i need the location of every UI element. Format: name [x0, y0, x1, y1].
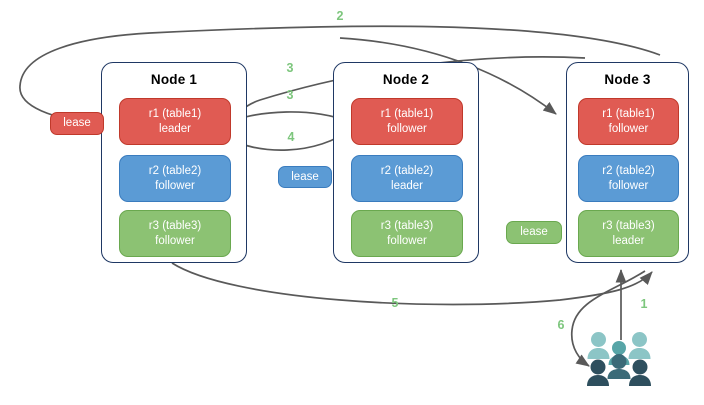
replica-line-1: r1 (table1): [602, 108, 655, 120]
node-title: Node 1: [150, 72, 198, 87]
replica-line-1: r3 (table3): [380, 220, 434, 232]
replica-line-2: leader: [612, 234, 645, 247]
replica-line-2: follower: [387, 122, 427, 135]
replica-r3[interactable]: r3 (table3) follower: [351, 210, 463, 257]
step-label-3-lower: 3: [286, 88, 294, 102]
replica-line-2: leader: [391, 179, 423, 192]
replica-r2[interactable]: r2 (table2) leader: [351, 155, 463, 202]
replica-line-2: follower: [155, 179, 195, 192]
replica-line-2: leader: [159, 122, 191, 135]
replica-r2[interactable]: r2 (table2) follower: [119, 155, 231, 202]
step-label-6: 6: [557, 318, 565, 332]
replica-r1[interactable]: r1 (table1) follower: [578, 98, 679, 145]
step-label-1: 1: [640, 297, 648, 311]
replica-line-1: r2 (table2): [380, 165, 434, 177]
replica-line-1: r3 (table3): [148, 220, 202, 232]
step-label-2: 2: [336, 9, 344, 23]
users-icon: [587, 332, 651, 386]
step-label-3-upper: 3: [286, 61, 294, 75]
node-box-1[interactable]: Node 1 r1 (table1) leader r2 (table2) fo…: [101, 62, 247, 263]
replica-line-2: follower: [608, 122, 649, 135]
replica-r3[interactable]: r3 (table3) leader: [578, 210, 679, 257]
replica-line-2: follower: [155, 234, 195, 247]
node-box-3[interactable]: Node 3 r1 (table1) follower r2 (table2) …: [566, 62, 689, 263]
replica-line-1: r3 (table3): [602, 220, 655, 232]
lease-badge-blue[interactable]: lease: [278, 166, 332, 188]
lease-badge-green[interactable]: lease: [506, 221, 562, 244]
replica-line-1: r2 (table2): [148, 165, 202, 177]
node-title: Node 3: [604, 72, 651, 87]
replica-line-1: r2 (table2): [602, 165, 655, 177]
node-box-2[interactable]: Node 2 r1 (table1) follower r2 (table2) …: [333, 62, 479, 263]
replica-r1[interactable]: r1 (table1) follower: [351, 98, 463, 145]
arrow-step-5: [171, 262, 653, 306]
replica-line-1: r1 (table1): [380, 108, 434, 120]
lease-badge-red[interactable]: lease: [50, 112, 104, 135]
step-label-5: 5: [391, 296, 399, 310]
replica-line-2: follower: [608, 179, 649, 192]
replica-r3[interactable]: r3 (table3) follower: [119, 210, 231, 257]
node-title: Node 2: [382, 72, 430, 87]
replica-r2[interactable]: r2 (table2) follower: [578, 155, 679, 202]
replica-r1[interactable]: r1 (table1) leader: [119, 98, 231, 145]
replica-line-1: r1 (table1): [148, 108, 202, 120]
replica-line-2: follower: [387, 234, 427, 247]
step-label-4: 4: [287, 130, 295, 144]
